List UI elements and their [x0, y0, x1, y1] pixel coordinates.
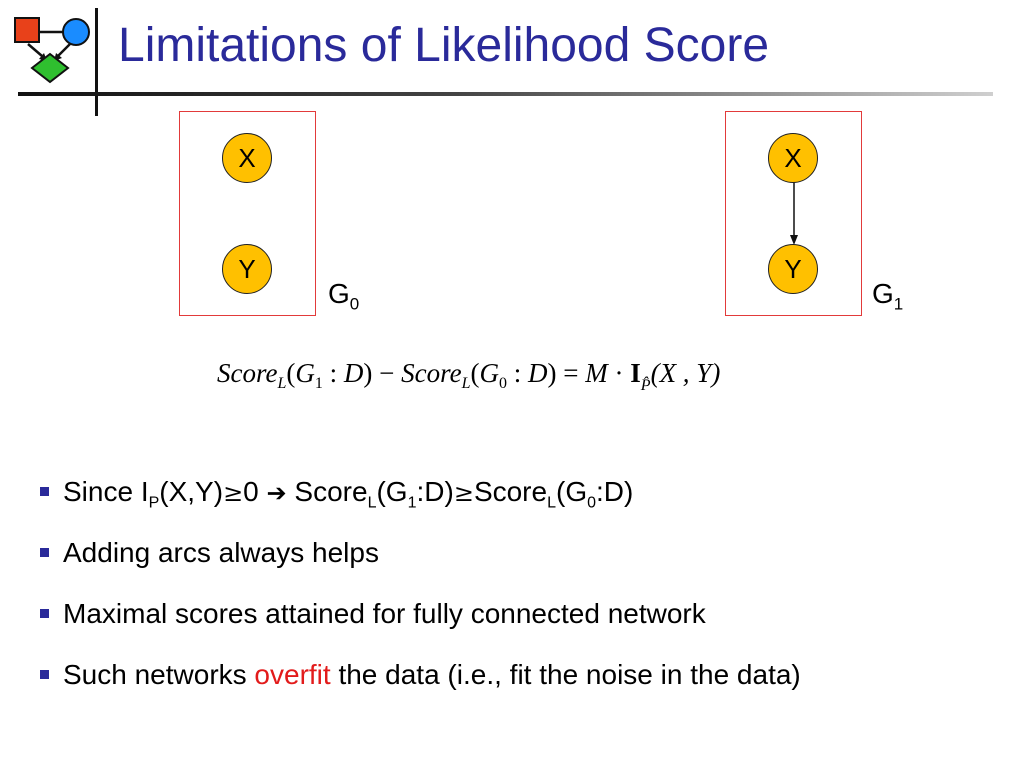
graph-g1-edge-arrow: [790, 182, 798, 245]
graph-g0-node-x: X: [222, 133, 272, 183]
graph-g1-node-x: X: [768, 133, 818, 183]
bullet-square-icon: [40, 609, 49, 618]
bullet-square-icon: [40, 548, 49, 557]
graph-g1-label: G1: [872, 278, 904, 314]
bullet-square-icon: [40, 670, 49, 679]
bullet-item-adding-arcs: Adding arcs always helps: [38, 533, 801, 594]
graph-g1-box: [725, 111, 862, 316]
graph-g0-node-y: Y: [222, 244, 272, 294]
right-arrow-icon: ➔: [266, 479, 287, 507]
network-logo-icon: [14, 17, 90, 84]
score-difference-formula: ScoreL(G1 : D) − ScoreL(G0 : D) = M · IP…: [217, 358, 720, 394]
svg-text:ScoreL(G1 : D) − ScoreL(G0 : D: ScoreL(G1 : D) − ScoreL(G0 : D) = M · IP…: [217, 358, 720, 394]
bullet-square-icon: [40, 487, 49, 496]
graph-g0-box: [179, 111, 316, 316]
graph-g0-label: G0: [328, 278, 360, 314]
bullet-list: Since IP(X,Y)≥0 ➔ ScoreL(G1:D)≥ScoreL(G0…: [38, 472, 801, 716]
bullet-item-overfit: Such networks overfit the data (i.e., fi…: [38, 655, 801, 716]
slide-title: Limitations of Likelihood Score: [118, 19, 770, 72]
bullet-item-since: Since IP(X,Y)≥0 ➔ ScoreL(G1:D)≥ScoreL(G0…: [38, 472, 801, 533]
graph-g1-node-y: Y: [768, 244, 818, 294]
title-horizontal-rule: [18, 92, 993, 96]
overfit-highlight: overfit: [254, 659, 331, 690]
bullet-item-maximal-scores: Maximal scores attained for fully connec…: [38, 594, 801, 655]
title-vertical-rule: [95, 8, 98, 116]
